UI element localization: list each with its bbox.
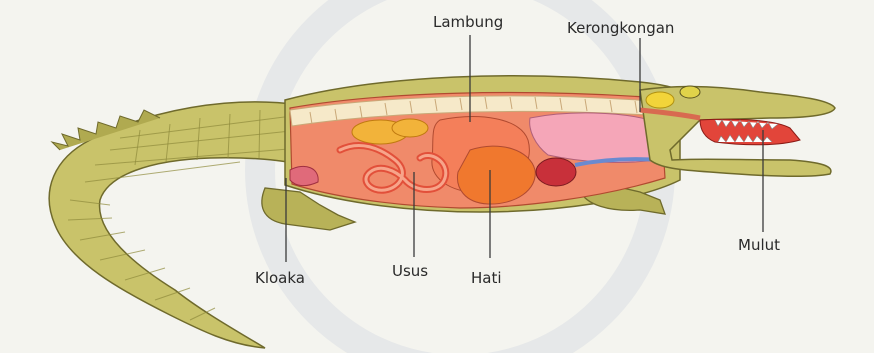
label-kloaka: Kloaka	[255, 269, 305, 287]
body-cutaway	[290, 93, 665, 208]
label-mulut: Mulut	[738, 236, 780, 254]
label-usus: Usus	[392, 262, 428, 280]
crocodile-head	[640, 86, 835, 176]
label-hati: Hati	[471, 269, 502, 287]
label-lambung: Lambung	[433, 13, 503, 31]
label-kerongkongan: Kerongkongan	[567, 19, 674, 37]
